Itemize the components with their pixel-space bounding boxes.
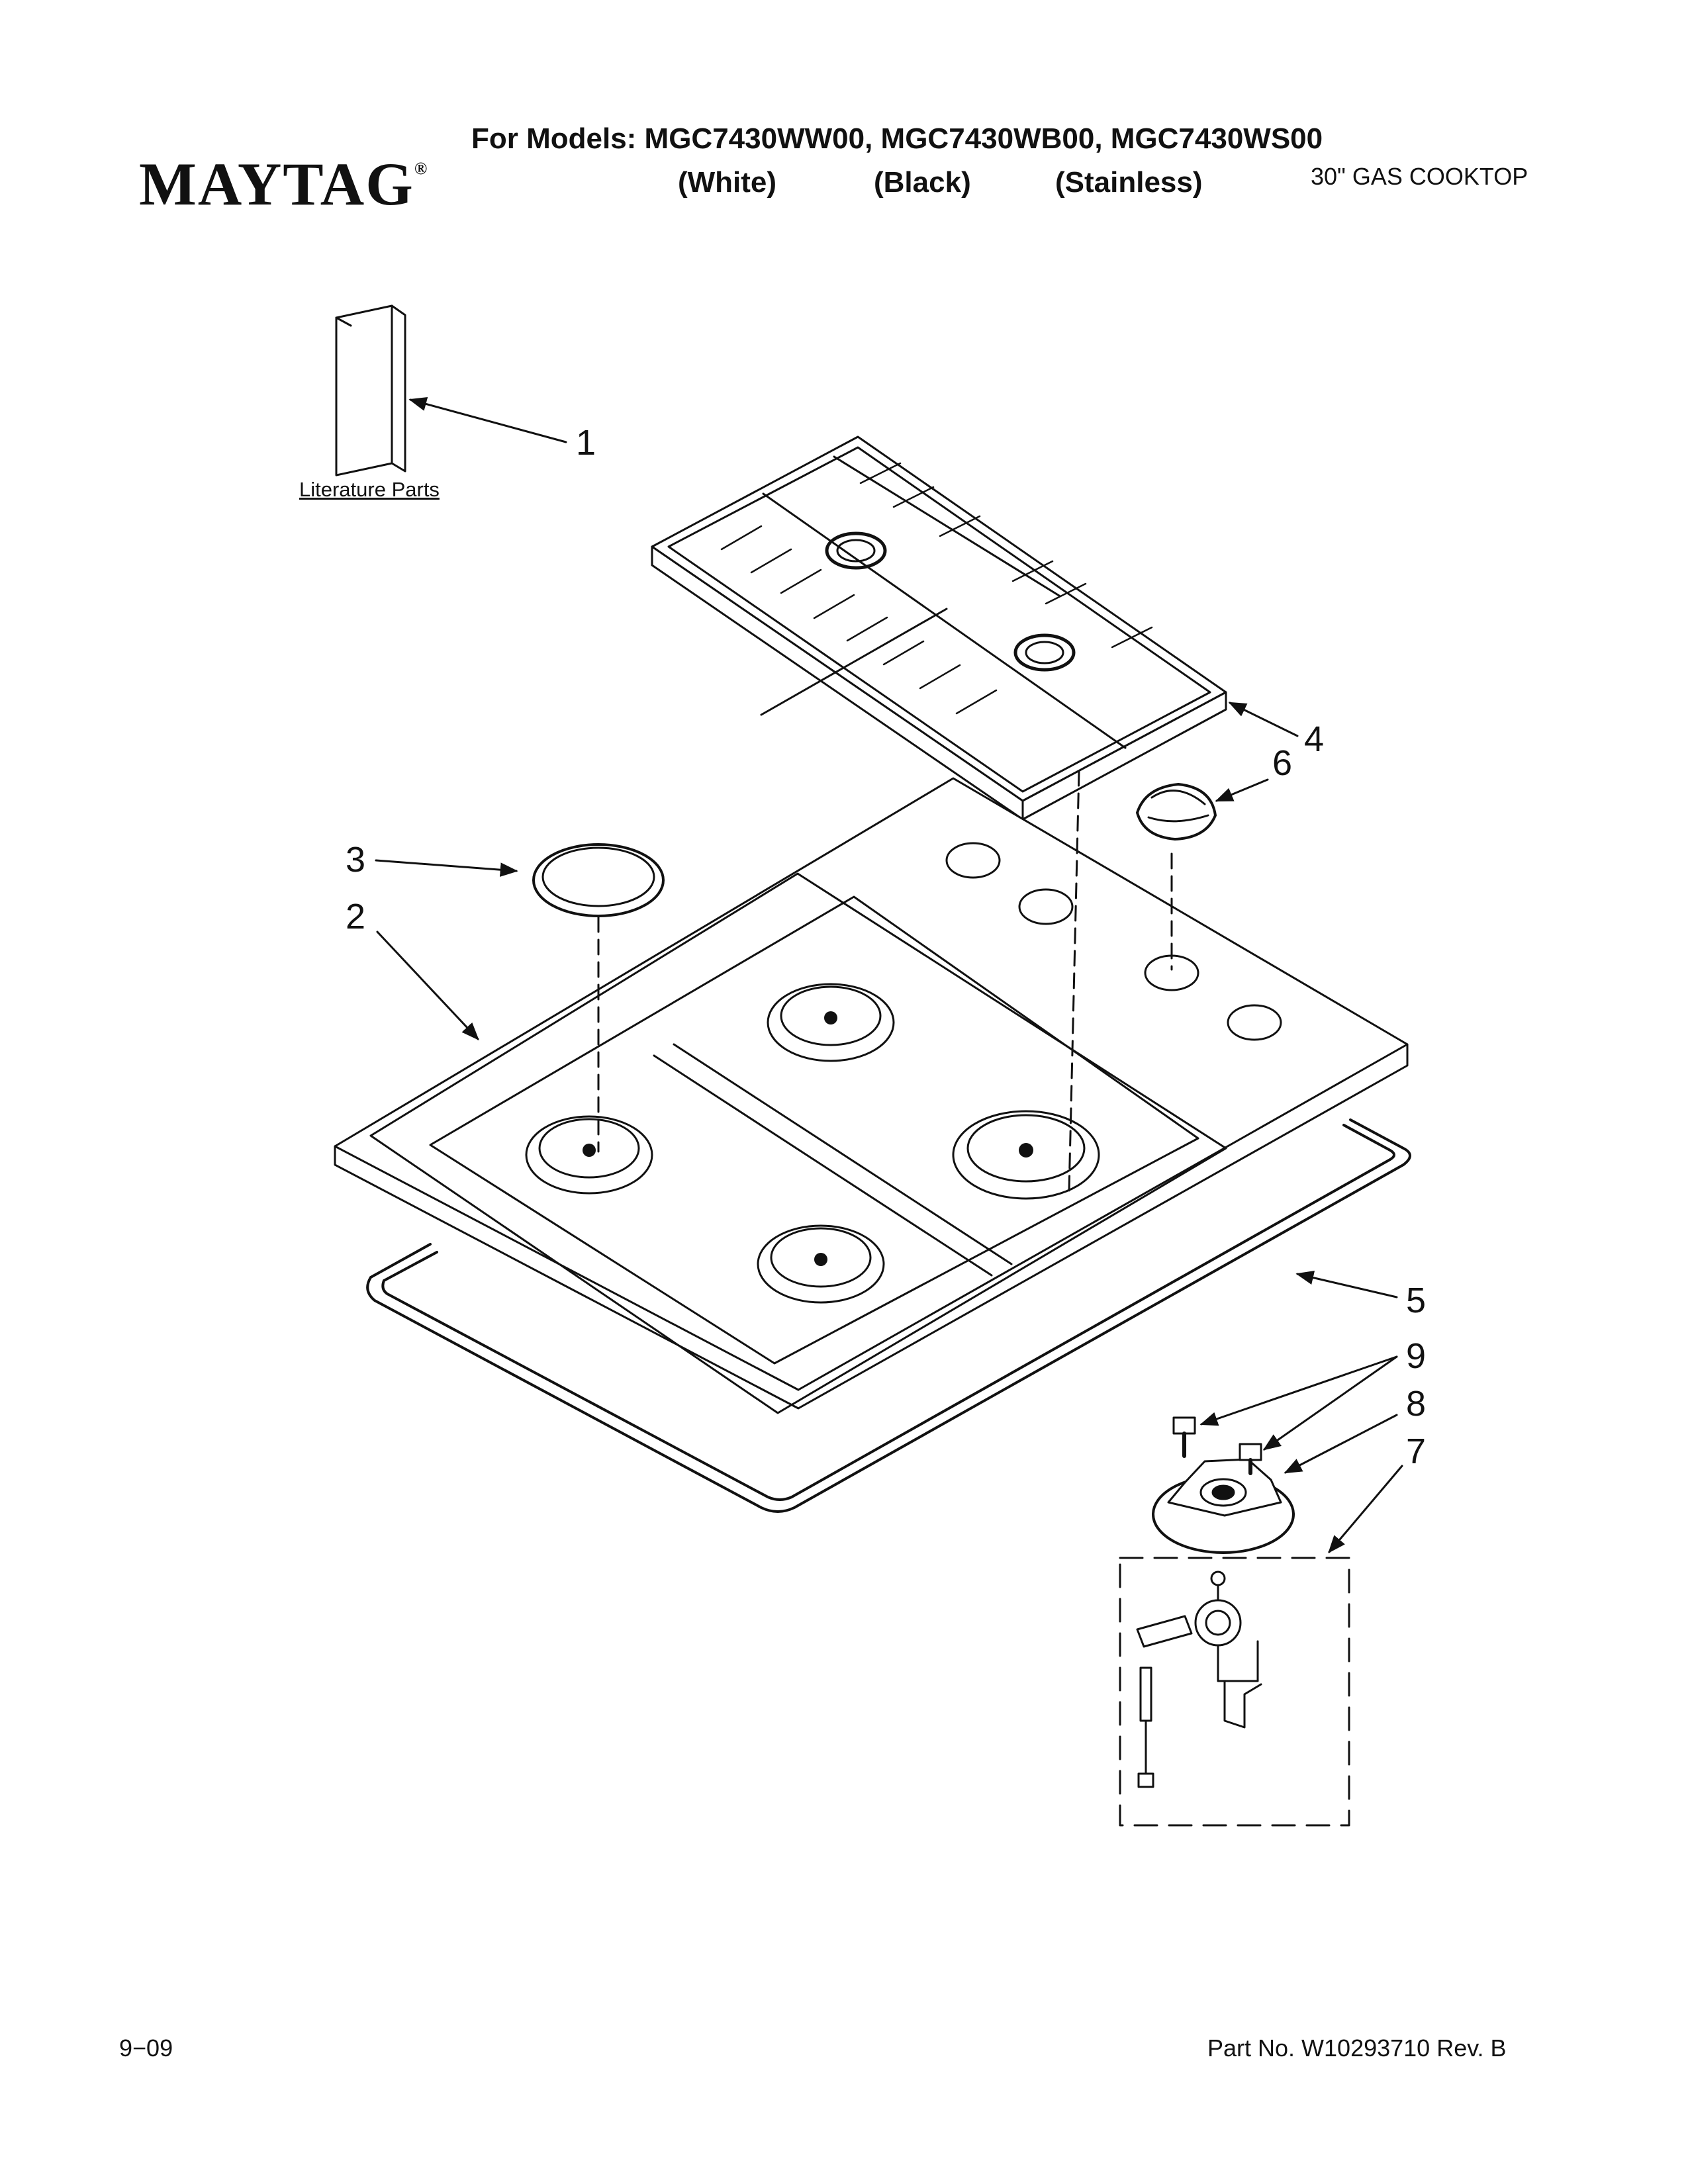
- burner-base: [1152, 1458, 1295, 1554]
- callout-2: 2: [346, 897, 366, 936]
- leader-arrows: [375, 396, 1403, 1554]
- callout-9: 9: [1406, 1336, 1427, 1376]
- callout-6: 6: [1272, 743, 1293, 783]
- cooktop-gasket: [366, 1118, 1411, 1513]
- literature-parts-label: Literature Parts: [299, 478, 440, 501]
- color-black-label: (Black): [874, 166, 971, 199]
- part-number: Part No. W10293710 Rev. B: [1207, 2034, 1507, 2062]
- color-white-label: (White): [678, 166, 777, 199]
- color-stainless-label: (Stainless): [1055, 166, 1203, 199]
- burner-valve-assembly: [1119, 1557, 1350, 1827]
- brand-logo: MAYTAG®: [139, 150, 429, 218]
- callout-3: 3: [346, 840, 366, 880]
- callout-8: 8: [1406, 1384, 1427, 1424]
- burner-cap: [532, 843, 665, 917]
- callout-5: 5: [1406, 1281, 1427, 1320]
- callout-1: 1: [576, 423, 596, 463]
- alignment-lines: [597, 770, 1173, 1193]
- revision-date: 9−09: [119, 2034, 173, 2062]
- cooktop-main-top: [334, 777, 1409, 1414]
- callout-4: 4: [1304, 719, 1325, 759]
- screws: [1172, 1416, 1262, 1475]
- literature-booklet: [335, 304, 406, 477]
- burner-grate: [651, 435, 1227, 821]
- control-knob: [1136, 783, 1217, 841]
- product-title: 30" GAS COOKTOP: [1311, 163, 1528, 190]
- callout-7: 7: [1406, 1432, 1427, 1471]
- models-title: For Models: MGC7430WW00, MGC7430WB00, MG…: [471, 122, 1323, 155]
